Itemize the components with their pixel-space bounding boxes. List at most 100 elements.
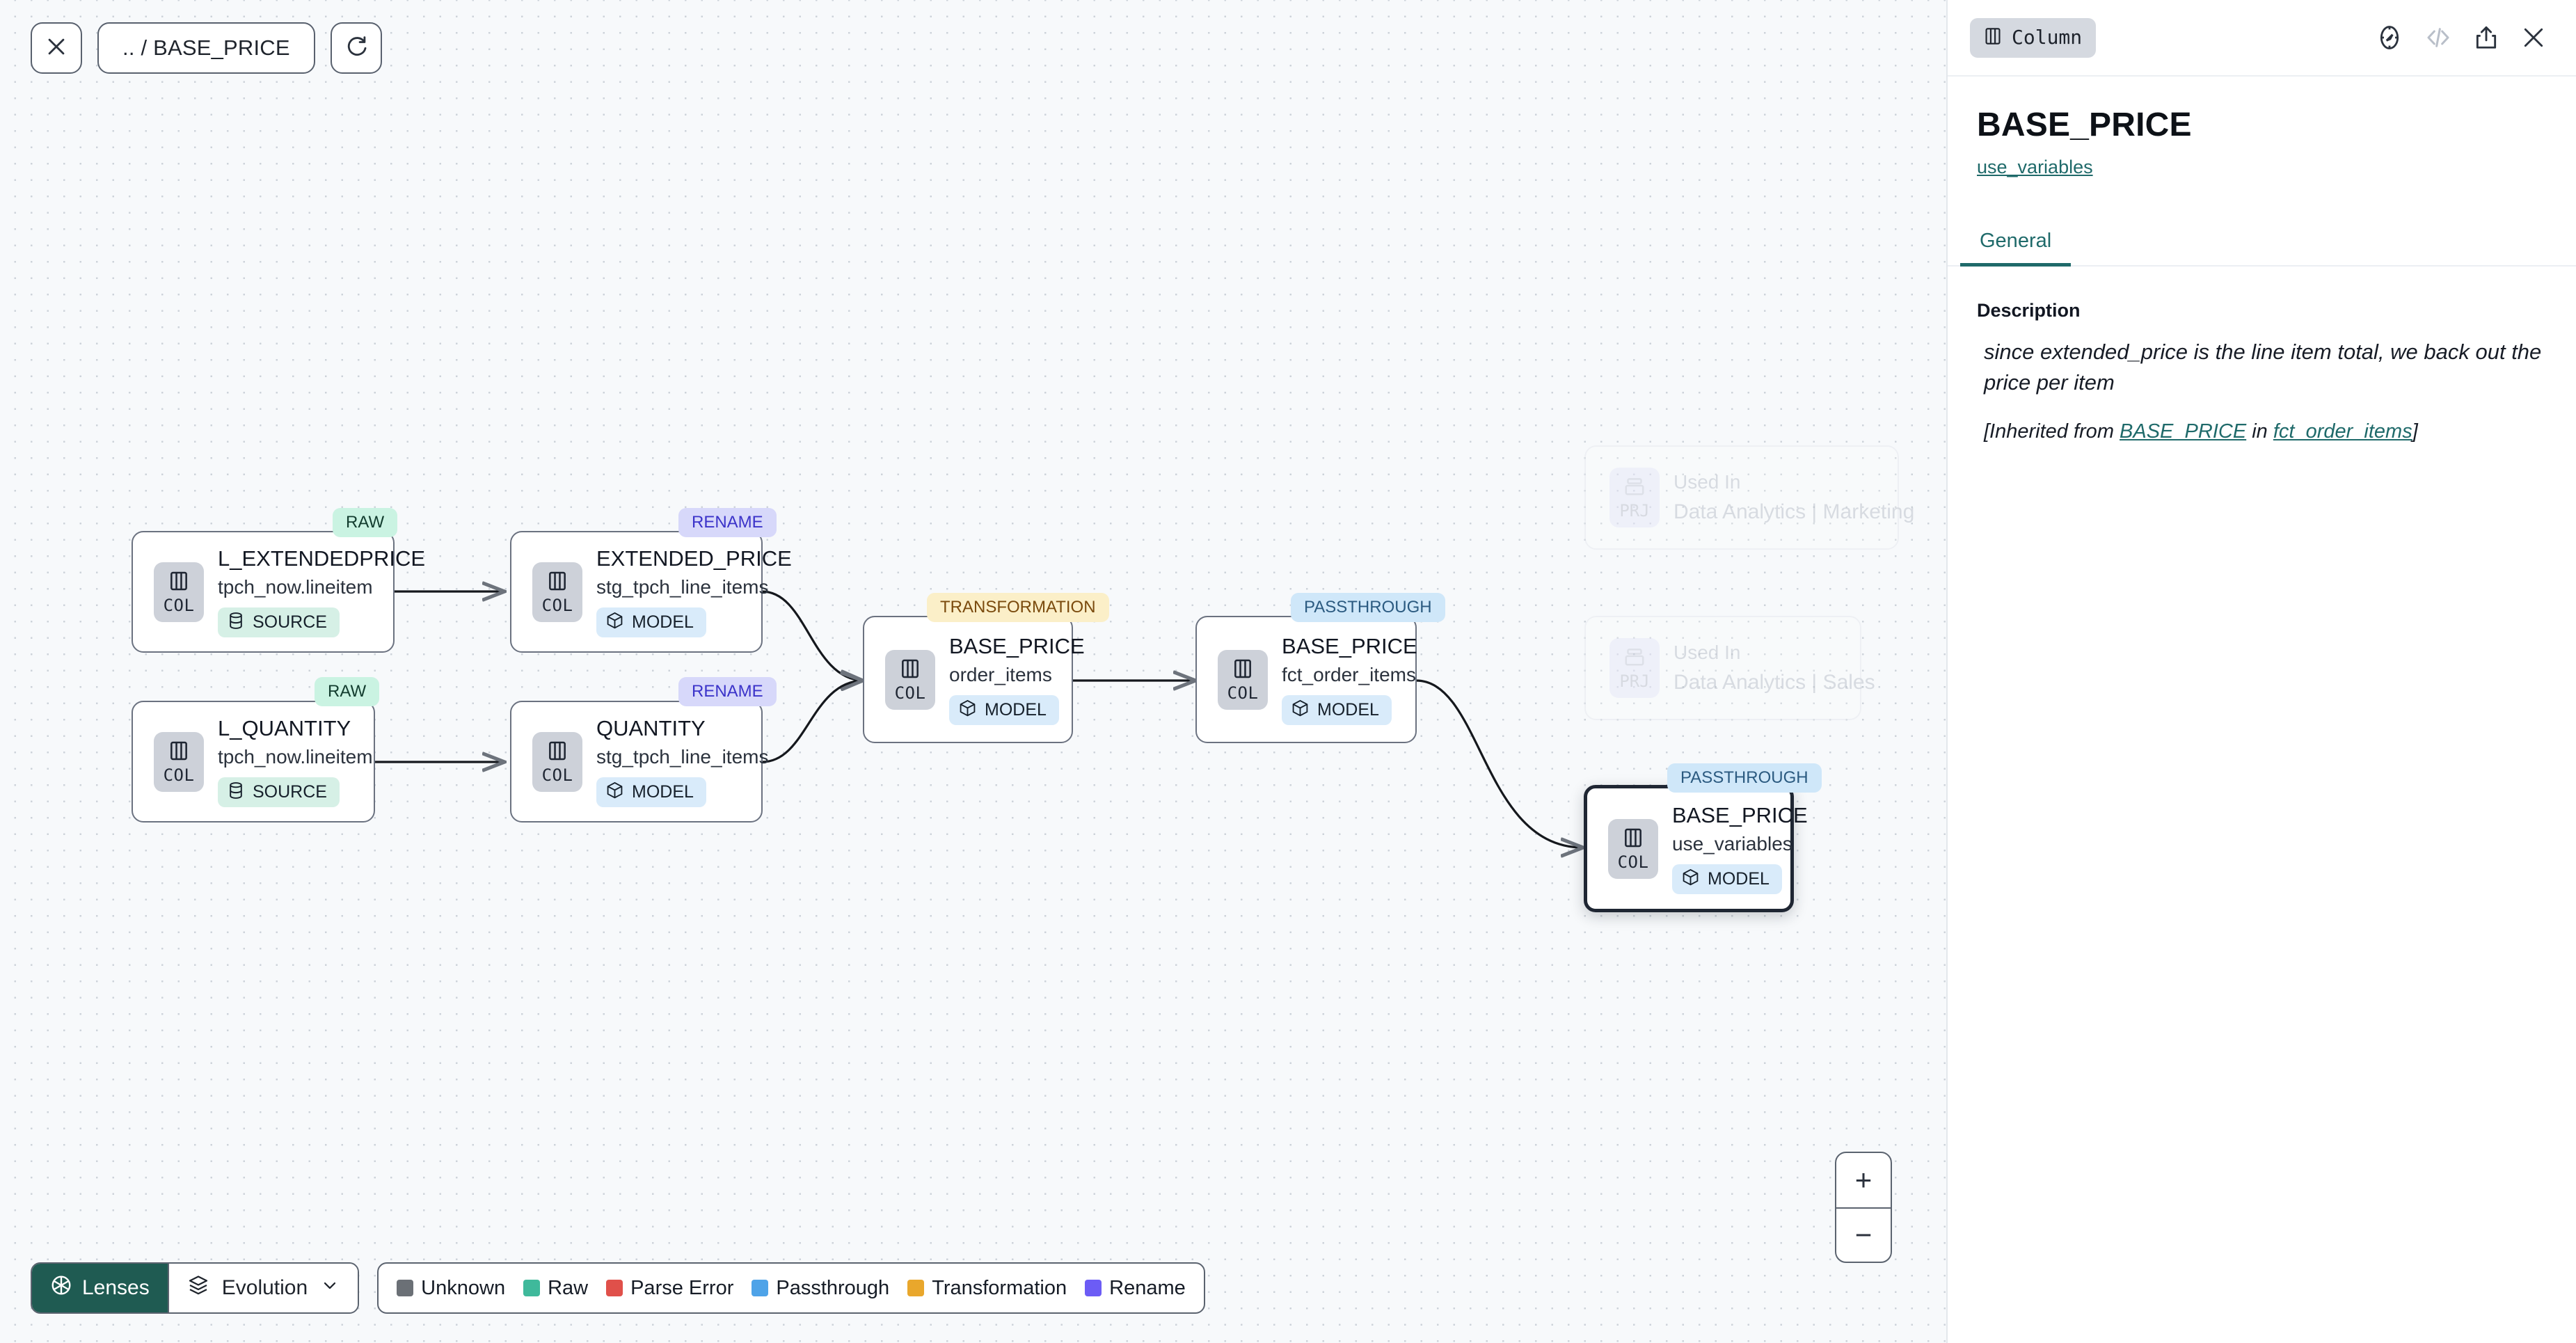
node-kind-label: MODEL: [632, 612, 694, 632]
column-badge: COL: [154, 731, 204, 792]
inherited-prefix: [Inherited from: [1984, 420, 2120, 443]
tab-general[interactable]: General: [1960, 218, 2072, 267]
inherited-column-link[interactable]: BASE_PRICE: [2120, 420, 2247, 443]
lineage-node-l-quantity[interactable]: COL L_QUANTITY tpch_now.lineitem SOURCE: [132, 701, 375, 823]
node-type-badge-rename: RENAME: [678, 677, 777, 706]
panel-tabs: General: [1948, 218, 2576, 267]
entity-type-label: Column: [2012, 26, 2083, 49]
legend-swatch-passthrough: [752, 1280, 769, 1296]
parent-model-link[interactable]: use_variables: [1977, 157, 2093, 177]
node-kind-pill: SOURCE: [218, 607, 340, 637]
used-in-label: Used In: [1673, 641, 1741, 663]
page-title: BASE_PRICE: [1977, 106, 2192, 143]
details-panel: Column: [1946, 0, 2576, 1343]
lenses-label: Lenses: [82, 1276, 150, 1299]
database-icon: [228, 781, 244, 803]
lenses-button[interactable]: Lenses: [32, 1264, 168, 1312]
node-kind-pill: MODEL: [1672, 864, 1782, 894]
node-title: L_EXTENDEDPRICE: [218, 546, 426, 571]
used-in-node-marketing[interactable]: PRJ Used In Data Analytics | Marketing: [1584, 445, 1914, 550]
column-badge-label: COL: [894, 683, 926, 703]
lineage-node-base-price-use-variables[interactable]: COL BASE_PRICE use_variables MODEL: [1584, 785, 1808, 912]
project-badge: PRJ: [1609, 468, 1660, 527]
color-legend: Unknown Raw Parse Error Passthrough Tran…: [377, 1262, 1205, 1314]
evolution-dropdown[interactable]: Evolution: [167, 1264, 358, 1312]
node-kind-label: MODEL: [1708, 868, 1770, 889]
col-icon: [547, 740, 568, 765]
column-badge-label: COL: [163, 596, 195, 615]
legend-item: Transformation: [907, 1277, 1067, 1300]
legend-swatch-transformation: [907, 1280, 925, 1296]
node-title: QUANTITY: [596, 716, 706, 741]
node-kind-label: MODEL: [632, 781, 694, 802]
zoom-in-button[interactable]: +: [1854, 1163, 1873, 1196]
inherited-note: [Inherited from BASE_PRICE in fct_order_…: [1948, 398, 2576, 446]
col-icon: [547, 570, 568, 596]
breadcrumb[interactable]: .. / BASE_PRICE: [97, 22, 315, 74]
node-type-badge-raw: RAW: [315, 677, 380, 706]
legend-label: Unknown: [421, 1276, 506, 1299]
node-kind-pill: MODEL: [949, 694, 1059, 725]
used-in-name: Data Analytics | Sales: [1673, 671, 1875, 694]
column-badge-label: COL: [163, 765, 195, 785]
lineage-node-base-price-fct-order-items[interactable]: COL BASE_PRICE fct_order_items MODEL: [1195, 616, 1417, 743]
col-icon: [168, 740, 189, 765]
column-badge-label: COL: [1227, 683, 1259, 703]
chevron-down-icon: [320, 1276, 340, 1301]
legend-item: Rename: [1085, 1277, 1186, 1300]
column-badge: COL: [532, 562, 582, 622]
node-type-badge-transformation: TRANSFORMATION: [927, 593, 1109, 622]
panel-actions: [2376, 24, 2547, 51]
node-subtitle: use_variables: [1672, 832, 1792, 855]
close-graph-button[interactable]: [31, 22, 82, 74]
lineage-node-quantity[interactable]: COL QUANTITY stg_tpch_line_items MODEL: [510, 701, 768, 823]
zoom-out-button[interactable]: −: [1836, 1207, 1891, 1262]
lineage-node-base-price-order-items[interactable]: COL BASE_PRICE order_items MODEL: [863, 616, 1085, 743]
node-kind-pill: SOURCE: [218, 777, 340, 807]
used-in-node-sales[interactable]: PRJ Used In Data Analytics | Sales: [1584, 616, 1875, 720]
description-body: since extended_price is the line item to…: [1984, 340, 2542, 395]
node-kind-pill: MODEL: [596, 607, 706, 637]
column-badge: COL: [885, 649, 935, 710]
lineage-canvas[interactable]: .. / BASE_PRICE PRJ: [0, 0, 1946, 1343]
used-in-name: Data Analytics | Marketing: [1673, 500, 1915, 524]
inherited-model-link[interactable]: fct_order_items: [2273, 420, 2412, 443]
legend-label: Raw: [548, 1276, 589, 1299]
cube-icon: [1682, 868, 1699, 890]
legend-item: Raw: [523, 1277, 588, 1300]
column-badge: COL: [1218, 649, 1268, 710]
refresh-icon: [344, 35, 368, 62]
code-icon[interactable]: [2424, 24, 2452, 51]
legend-item: Passthrough: [752, 1277, 889, 1300]
node-title: BASE_PRICE: [1282, 634, 1417, 659]
close-icon[interactable]: [2520, 24, 2547, 51]
node-type-badge-rename: RENAME: [678, 508, 777, 537]
column-badge-label: COL: [541, 596, 573, 615]
col-icon: [168, 570, 189, 596]
used-in-label: Used In: [1673, 470, 1741, 493]
node-kind-label: SOURCE: [253, 612, 327, 632]
description-heading: Description: [1977, 300, 2081, 321]
bottom-toolbar: Lenses Evolution Unk: [31, 1262, 1205, 1314]
cube-icon: [606, 781, 623, 803]
compass-icon[interactable]: [2376, 24, 2403, 51]
node-subtitle: tpch_now.lineitem: [218, 745, 373, 768]
node-type-badge-passthrough: PASSTHROUGH: [1667, 763, 1822, 793]
project-badge-label: PRJ: [1619, 500, 1650, 520]
legend-label: Parse Error: [630, 1276, 734, 1299]
share-icon[interactable]: [2473, 24, 2499, 51]
legend-item: Unknown: [397, 1277, 505, 1300]
node-title: BASE_PRICE: [1672, 803, 1808, 828]
node-type-badge-raw: RAW: [333, 508, 398, 537]
column-badge-label: COL: [1617, 852, 1649, 872]
legend-swatch-unknown: [397, 1280, 414, 1296]
inherited-suffix: ]: [2412, 420, 2418, 443]
node-subtitle: stg_tpch_line_items: [596, 575, 769, 598]
refresh-button[interactable]: [330, 22, 382, 74]
project-icon: [1623, 647, 1646, 672]
node-title: EXTENDED_PRICE: [596, 546, 792, 571]
inherited-middle: in: [2246, 420, 2273, 443]
database-icon: [228, 612, 244, 633]
lineage-node-l-extendedprice[interactable]: COL L_EXTENDEDPRICE tpch_now.lineitem SO…: [132, 531, 425, 653]
lineage-node-extended-price[interactable]: COL EXTENDED_PRICE stg_tpch_line_items M…: [510, 531, 792, 653]
